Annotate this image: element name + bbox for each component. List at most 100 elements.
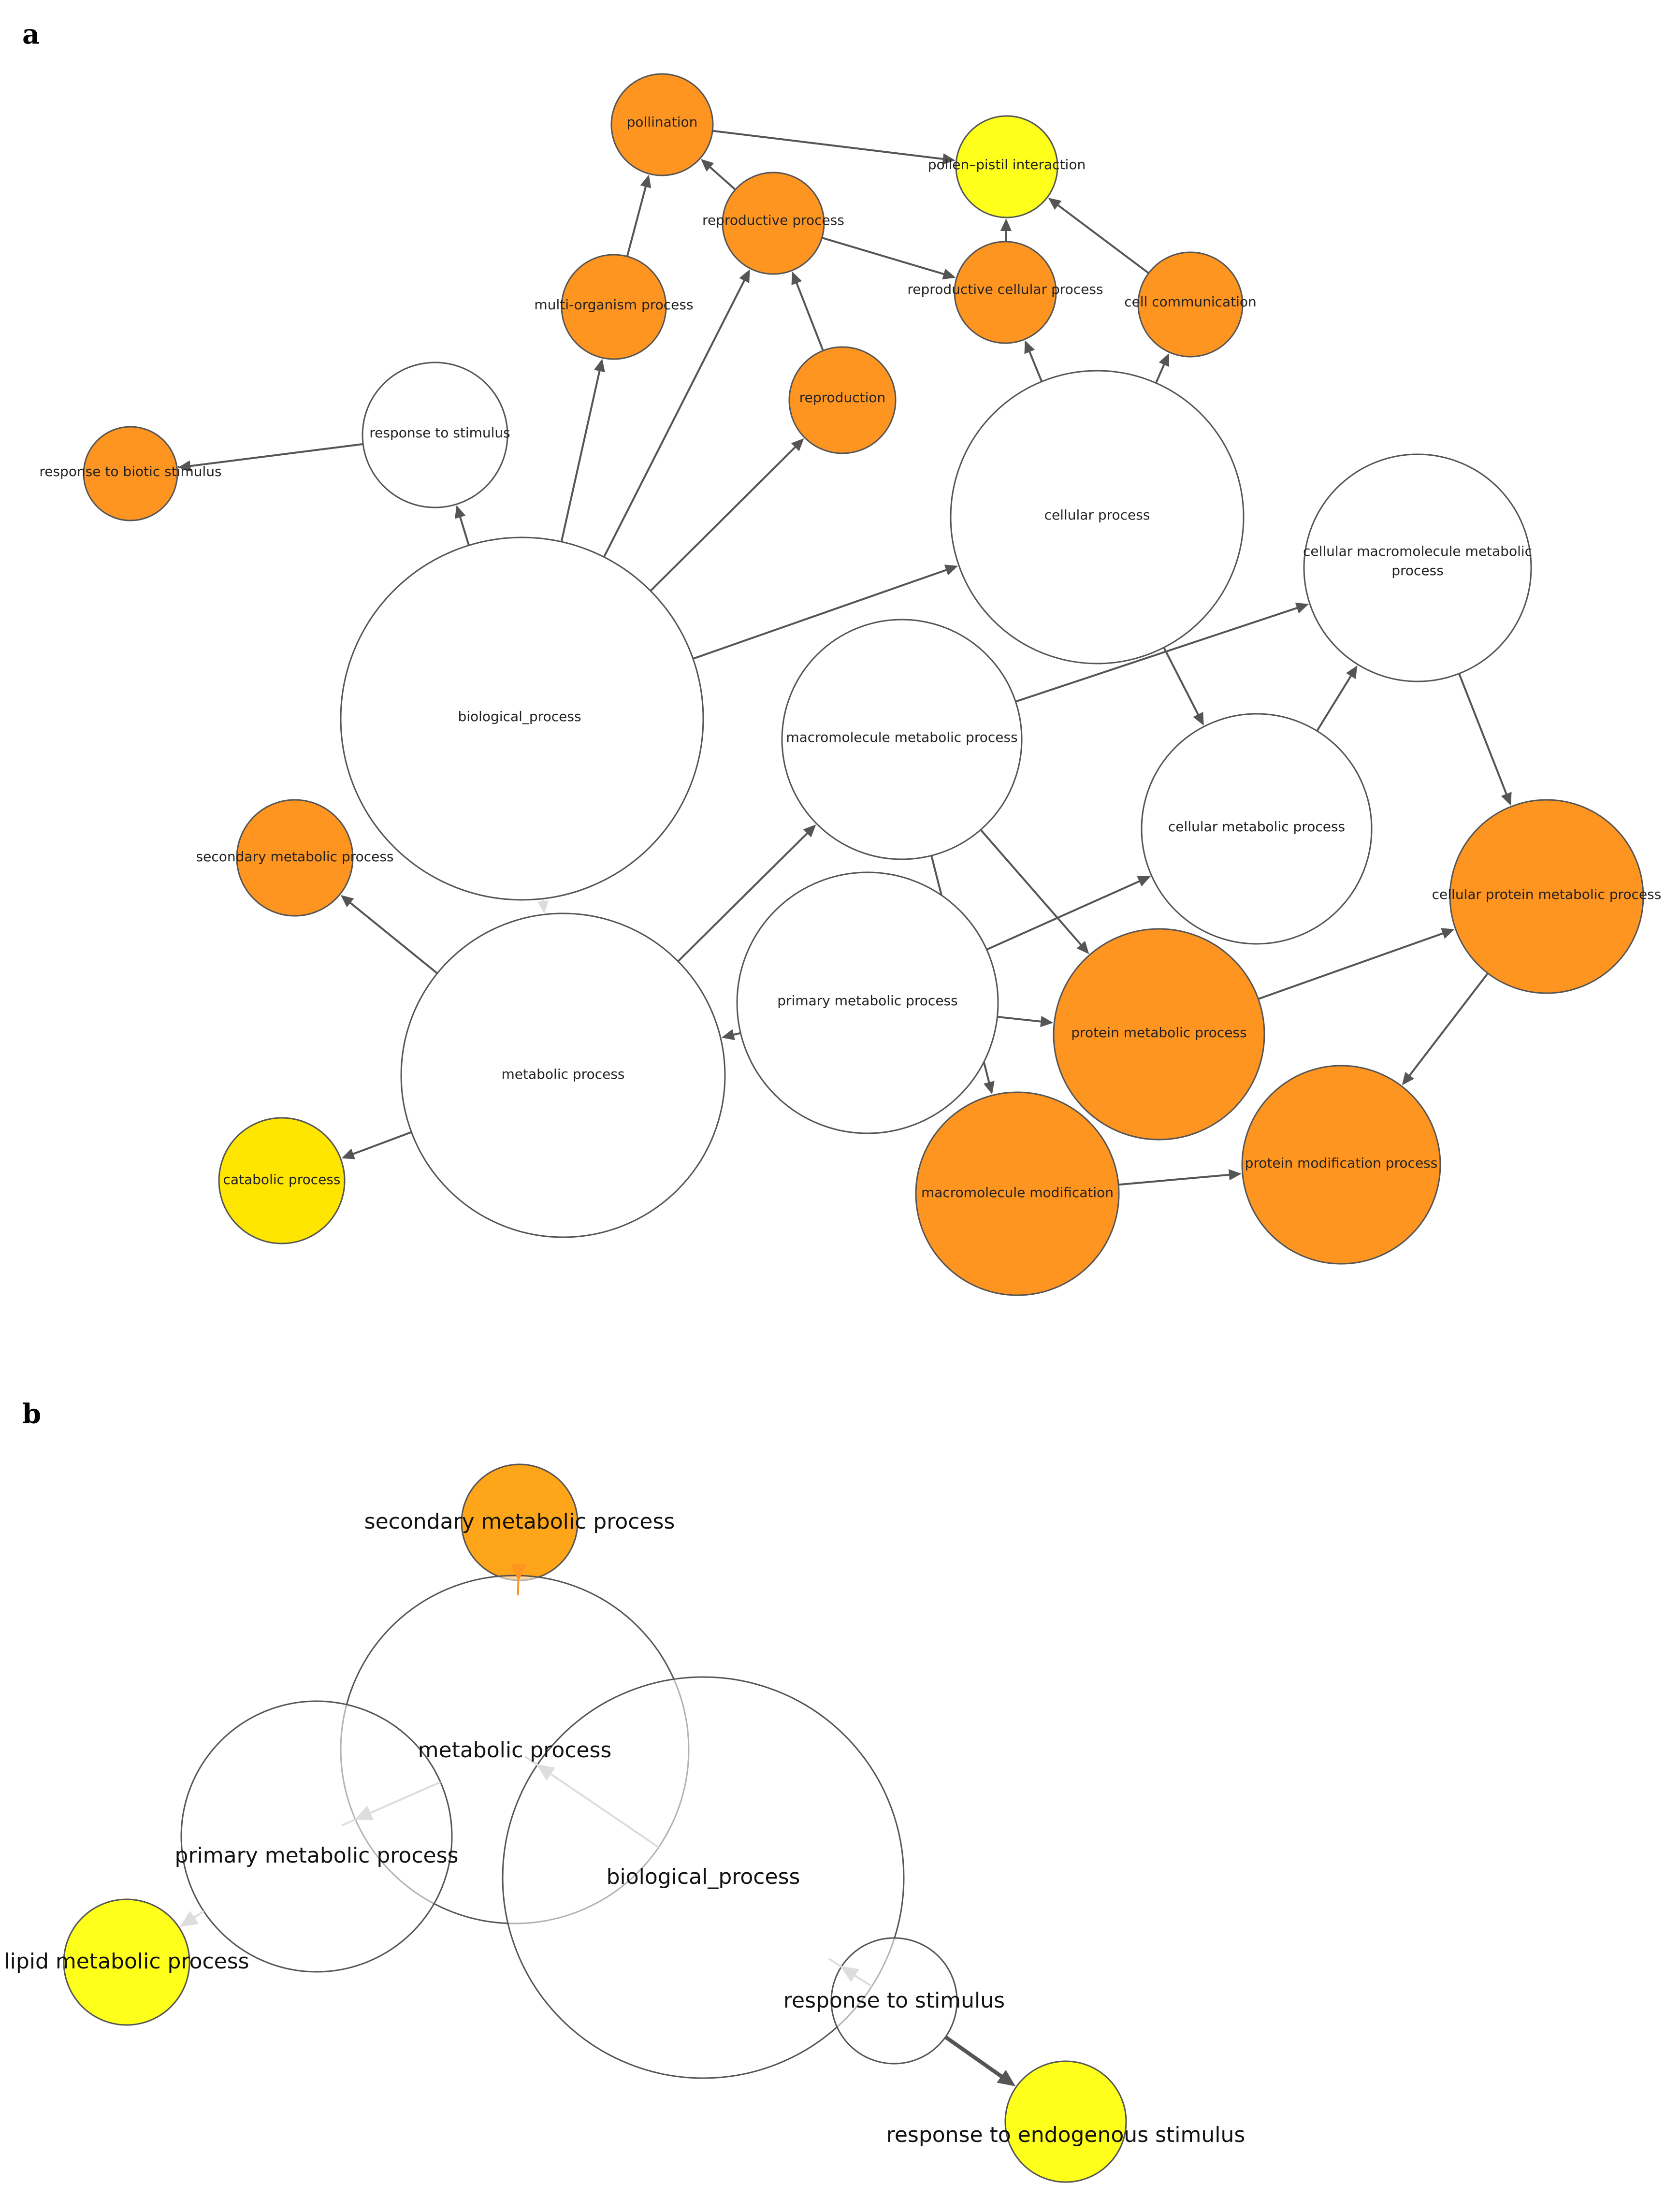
panel-b-labels: secondary metabolic process metabolic pro… [4, 1509, 1245, 2147]
panel-a-node-macromolecule-modification [915, 1091, 1120, 1296]
panel-a-label-macromolecule-modification: macromolecule modification [921, 1185, 1114, 1200]
panel-a-node-metabolic-process [400, 912, 726, 1238]
panel-a-arrowhead-reproductive-cellular-to-pollen-pistil [1000, 218, 1012, 231]
panel-a-node-cellular-metabolic [1141, 713, 1373, 945]
panel-a-arrowhead-biological-process-to-reproduction [791, 438, 804, 451]
panel-a-node-multi-organism [561, 254, 667, 360]
panel-a-arrowhead-macromolecule-metabolic-to-protein-metabolic [1076, 940, 1089, 954]
panel-a-edge-cellular-process-to-cell-communication [1155, 362, 1166, 384]
panel-a-label-cell-protein-metabolic: cellular protein metabolic process [1432, 886, 1662, 902]
panel-a-node-biological-process [340, 536, 704, 901]
panel-a-label-pollination: pollination [627, 114, 698, 130]
panel-a-label-secondary-metabolic: secondary metabolic process [196, 849, 394, 865]
panel-a-edge-metabolic-process-to-catabolic [350, 1131, 412, 1156]
panel-a-edge-metabolic-process-to-secondary-metabolic [348, 900, 438, 974]
panel-b-arrowhead-metabolic-process-to-biological-process [536, 1764, 555, 1781]
panel-b-label-response-stimulus: response to stimulus [783, 1988, 1005, 2013]
panel-a-arrowhead-cell-communication-to-pollen-pistil [1048, 198, 1062, 210]
panel-a-edge-macromolecule-metabolic-to-cell-macromolecule [1015, 606, 1300, 703]
panel-a-label-reproduction: reproduction [799, 390, 885, 405]
panel-a-edge-cellular-metabolic-to-cell-macromolecule [1316, 673, 1353, 732]
panel-a-arrowhead-biological-process-to-multi-organism [594, 359, 605, 373]
panel-a-label-biological-process: biological_process [458, 709, 581, 724]
panel-a-edge-biological-process-to-reproductive-process [603, 278, 746, 558]
panel-b-arrowhead-metabolic-process-to-secondary-metabolic [510, 1563, 527, 1581]
panel-b-label: b [22, 1398, 41, 1430]
panel-a-edge-biological-process-to-multi-organism [560, 368, 601, 542]
panel-b-node-lipid-metabolic [63, 1898, 190, 2026]
panel-a-arrowhead-cellular-process-to-cell-communication [1159, 353, 1170, 367]
panel-a-node-response-biotic [83, 426, 178, 521]
panel-b-label-lipid-metabolic: lipid metabolic process [4, 1949, 249, 1974]
panel-a-node-reproductive-process [722, 172, 825, 275]
panel-a-arrowhead-protein-metabolic-to-cell-protein-metabolic [1441, 928, 1455, 939]
panel-a-arrowhead-metabolic-process-to-macromolecule-metabolic [803, 824, 816, 838]
panel-a-edge-macromolecule-modification-to-protein-modification [1118, 1173, 1232, 1186]
panel-a-edge-cell-protein-metabolic-to-protein-modification [1407, 972, 1489, 1078]
panel-b-nodes [63, 1463, 1127, 2183]
panel-b-label-secondary-metabolic: secondary metabolic process [364, 1509, 675, 1534]
panel-a-node-macromolecule-metabolic [781, 619, 1023, 860]
panel-a-edge-biological-process-to-reproduction [650, 445, 798, 592]
panel-a-arrowhead-biological-process-to-cellular-process [944, 564, 958, 576]
panel-a-arrowhead-metabolic-process-to-secondary-metabolic [340, 895, 354, 908]
panel-a-label-primary-metabolic: primary metabolic process [777, 993, 957, 1009]
panel-a-arrowhead-cellular-process-to-cellular-metabolic [1193, 711, 1204, 726]
panel-a-arrowhead-metabolic-process-to-catabolic [341, 1148, 356, 1159]
panel-a-node-protein-metabolic [1053, 928, 1265, 1141]
panel-a-node-catabolic [218, 1117, 346, 1244]
panel-b-label-biological-process: biological_process [607, 1865, 800, 1889]
panel-a-node-reproductive-cellular [954, 241, 1057, 344]
panel-a-node-reproduction [788, 346, 897, 454]
panel-a-label-macromolecule-metabolic: macromolecule metabolic process [786, 729, 1017, 745]
panel-a-arrowhead-multi-organism-to-pollination [640, 174, 652, 188]
panel-a-arrowhead-biological-process-to-reproductive-process [739, 269, 750, 283]
panel-a-edge-biological-process-to-response-stimulus [458, 514, 470, 546]
panel-b-label-metabolic-process: metabolic process [418, 1738, 612, 1763]
panel-a-edge-reproduction-to-reproductive-process [795, 280, 824, 351]
panel-a-edges [178, 130, 1512, 1186]
panel-a-label-protein-modification: protein modification process [1245, 1155, 1438, 1171]
panel-a-label-cellular-process: cellular process [1044, 507, 1150, 523]
panel-a-edge-cellular-process-to-cellular-metabolic [1163, 647, 1200, 717]
panel-a-arrowhead-biological-process-to-response-stimulus [454, 505, 466, 519]
panel-a-arrowhead-primary-metabolic-to-cellular-metabolic [1137, 876, 1151, 887]
panel-a-label-reproductive-cellular: reproductive cellular process [907, 281, 1103, 297]
panel-a-arrowhead-cell-protein-metabolic-to-protein-modification [1402, 1071, 1414, 1085]
panel-a-arrowhead-biological-process-to-metabolic-process [537, 900, 549, 914]
panel-a-edge-cellular-process-to-reproductive-cellular [1028, 349, 1043, 382]
panel-a-node-cellular-process [950, 370, 1245, 665]
panel-a-label-response-stimulus: response to stimulus [369, 425, 510, 441]
panel-a-node-cell-protein-metabolic [1449, 799, 1644, 994]
panel-a-edge-reproductive-process-to-reproductive-cellular [822, 237, 947, 276]
panel-a-node-pollen-pistil [955, 115, 1058, 218]
panel-a-node-protein-modification [1241, 1065, 1441, 1265]
panel-a-arrowhead-reproductive-process-to-reproductive-cellular [942, 268, 956, 280]
panel-a-node-response-stimulus [362, 362, 508, 508]
panel-b-network: secondary metabolic process metabolic pro… [4, 1463, 1245, 2183]
panel-a-edge-primary-metabolic-to-cellular-metabolic [986, 879, 1142, 951]
panel-a-label-protein-metabolic: protein metabolic process [1071, 1025, 1246, 1041]
panel-b-arrowhead-primary-metabolic-to-metabolic-process [354, 1806, 374, 1820]
panel-a-node-cell-macromolecule [1303, 453, 1532, 682]
panel-b-node-primary-metabolic [180, 1700, 453, 1973]
panel-a-arrowhead-macromolecule-metabolic-to-macromolecule-modification [984, 1081, 995, 1095]
panel-a-arrowhead-reproduction-to-reproductive-process [791, 271, 802, 286]
panel-a-node-pollination [610, 73, 714, 176]
panel-a-label-response-biotic: response to biotic stimulus [39, 463, 221, 479]
panel-a-node-cell-communication [1137, 251, 1244, 358]
panel-a-label-multi-organism: multi-organism process [534, 297, 693, 313]
panel-a-arrowhead-cell-macromolecule-to-cell-protein-metabolic [1501, 792, 1512, 806]
panel-a-edge-primary-metabolic-to-protein-metabolic [997, 1015, 1043, 1023]
panel-a-edge-metabolic-process-to-macromolecule-metabolic [677, 831, 810, 962]
panel-a-arrowhead-primary-metabolic-to-metabolic-process [721, 1029, 735, 1041]
panel-a-node-primary-metabolic [736, 871, 999, 1134]
panel-b-node-biological-process [502, 1676, 905, 2079]
panel-a-label-cellular-metabolic: cellular metabolic process [1168, 819, 1345, 835]
panel-a-edge-response-stimulus-to-response-biotic [188, 443, 363, 467]
panel-a-label: a [22, 18, 40, 50]
